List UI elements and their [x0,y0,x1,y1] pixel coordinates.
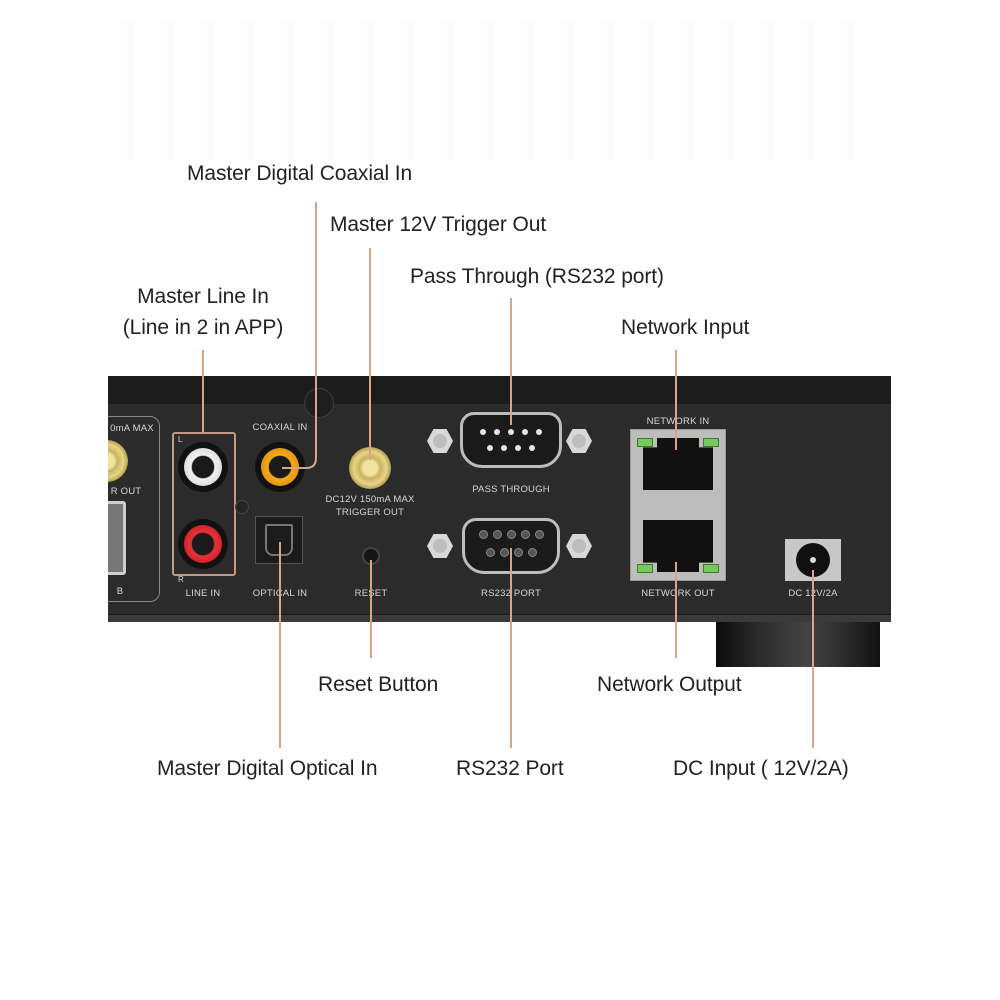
pass-through-left-nut [427,429,453,453]
usb-port [108,501,126,575]
partial-trigger-spec-label: 0mA MAX [110,423,154,434]
callout-master-digital-optical-in: Master Digital Optical In [157,757,378,780]
trigger-spec-label: DC12V 150mA MAX [325,494,415,505]
panel-screw [235,500,249,514]
callout-network-input: Network Input [621,316,750,339]
callout-master-digital-coaxial-in: Master Digital Coaxial In [187,162,413,185]
partial-trigger-jack [108,440,128,482]
partial-usb-label: B [116,586,124,597]
callout-dc-input: DC Input ( 12V/2A) [673,757,849,780]
network-out-right-led [703,564,719,573]
rs232-right-nut [566,534,592,558]
trigger-out-label: TRIGGER OUT [335,507,405,518]
callout-rs232-port: RS232 Port [456,757,564,780]
network-out-label: NETWORK OUT [641,588,715,599]
dc-power-jack [796,543,830,577]
partial-trigger-out-label: R OUT [110,486,142,497]
rs232-port-label: RS232 PORT [481,588,541,599]
network-out-left-led [637,564,653,573]
reset-button [362,547,380,565]
device-foot [716,622,880,667]
callout-master-line-in-subtitle: (Line in 2 in APP) [122,316,284,339]
callout-master-12v-trigger-out: Master 12V Trigger Out [330,213,547,236]
callout-network-output: Network Output [597,673,742,696]
pass-through-db9-connector [460,412,562,468]
network-in-right-led [703,438,719,447]
rs232-db9-connector [462,518,560,574]
coaxial-in-rca-jack [255,442,305,492]
callout-reset-button: Reset Button [318,673,439,696]
reset-label: RESET [354,588,388,599]
network-in-left-led [637,438,653,447]
rs232-left-nut [427,534,453,558]
background-watermark [120,20,880,160]
panel-bottom-edge [108,614,891,622]
callout-pass-through: Pass Through (RS232 port) [410,265,664,288]
panel-top-edge [108,376,891,404]
line-in-right-rca-jack [178,519,228,569]
line-in-left-rca-jack [178,442,228,492]
line-in-left-marker: L [178,435,183,444]
pass-through-right-nut [566,429,592,453]
trigger-out-jack [349,447,391,489]
optical-in-port [255,516,303,564]
panel-knob [304,388,334,418]
line-in-right-marker: R [178,575,184,584]
callout-master-line-in: Master Line In [137,285,269,308]
network-port-block [630,429,726,581]
device-rear-panel: 0mA MAX R OUT B L R LINE IN COAXIAL IN O… [108,376,891,622]
dc-label: DC 12V/2A [788,588,838,599]
dc-power-jack-block [785,539,841,581]
optical-in-label: OPTICAL IN [252,588,308,599]
coaxial-in-label: COAXIAL IN [252,422,308,433]
network-in-label: NETWORK IN [646,416,710,427]
pass-through-label: PASS THROUGH [472,484,550,495]
usb-trigger-group-frame [108,416,160,602]
line-in-label: LINE IN [185,588,221,599]
